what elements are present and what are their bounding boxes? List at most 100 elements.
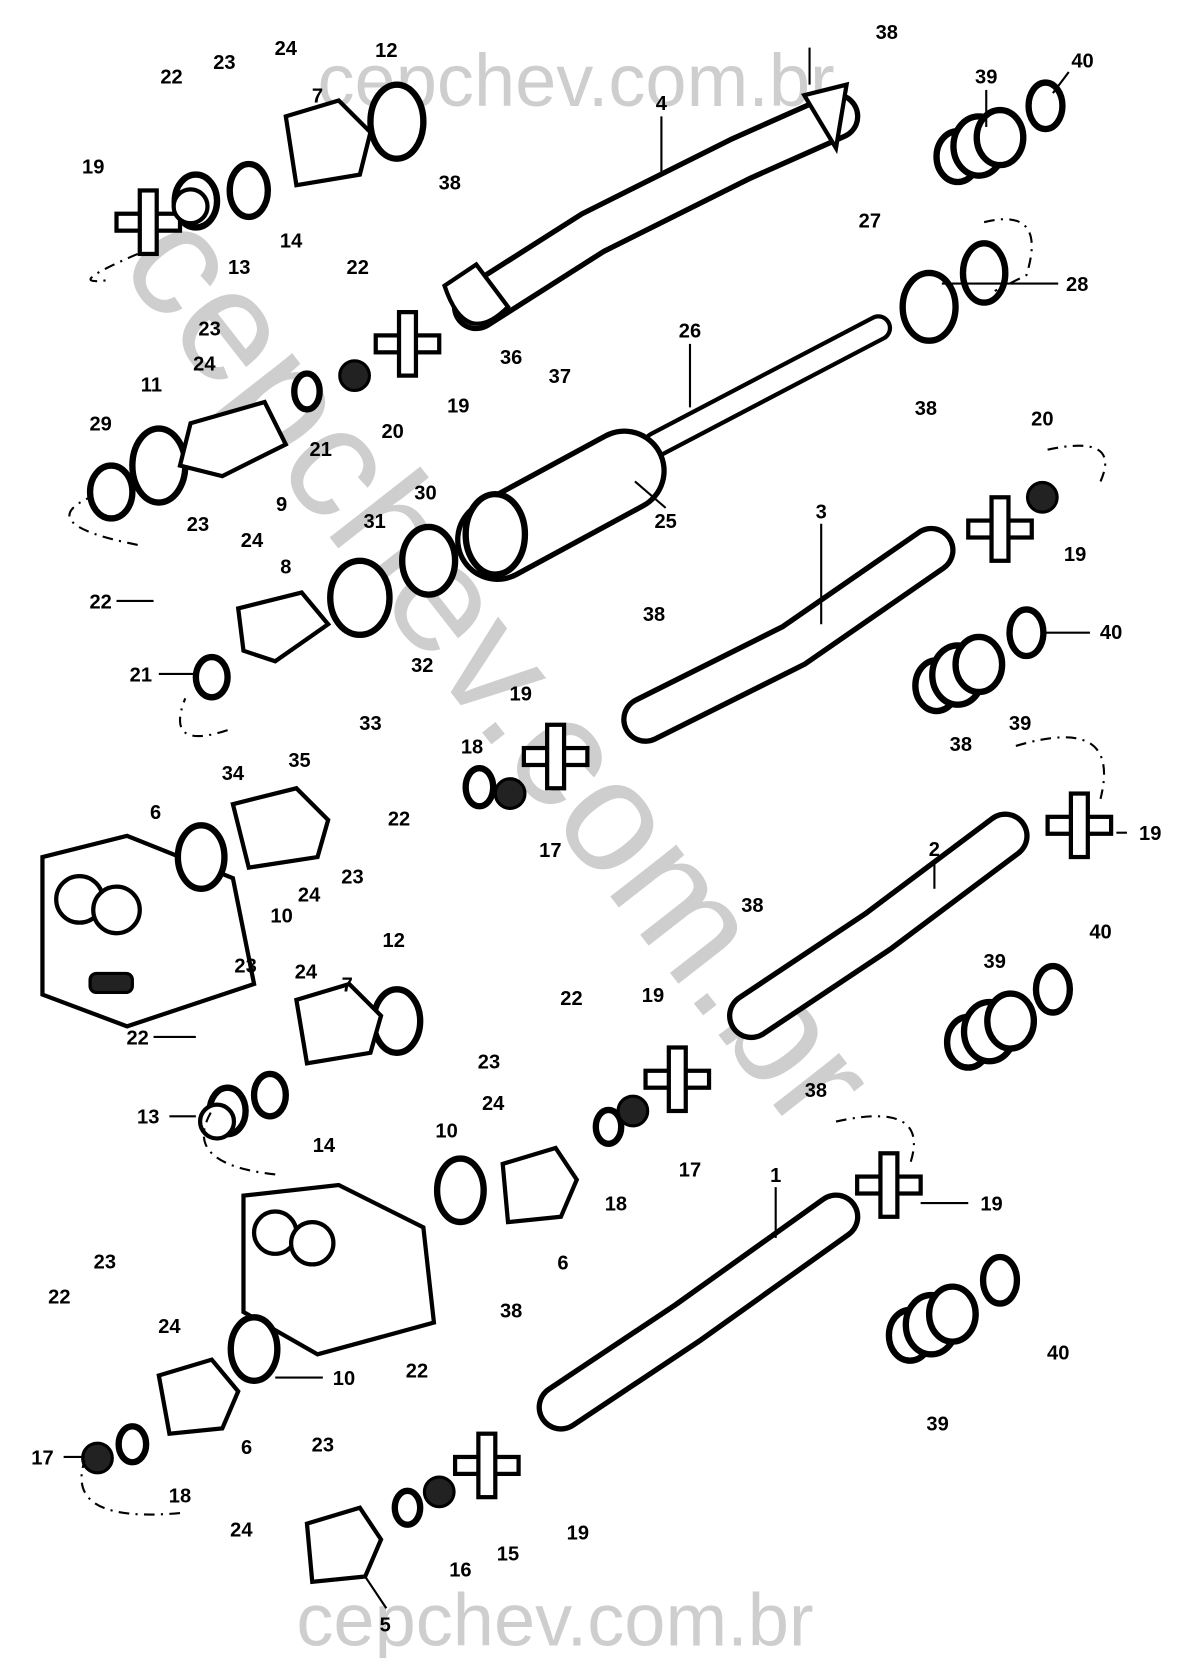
nuts xyxy=(81,187,1059,1509)
callout: 23 xyxy=(213,52,235,74)
callout: 17 xyxy=(679,1160,701,1182)
callout: 22 xyxy=(560,988,582,1010)
dashed-guides xyxy=(68,218,1107,1516)
callout: 7 xyxy=(312,86,323,108)
callout: 40 xyxy=(1100,622,1122,644)
callout: 38 xyxy=(439,172,461,194)
callout: 22 xyxy=(89,591,111,613)
callout: 10 xyxy=(333,1368,355,1390)
callout: 18 xyxy=(605,1193,627,1215)
callout: 39 xyxy=(926,1414,948,1436)
callout: 20 xyxy=(1031,408,1053,430)
callout: 32 xyxy=(411,655,433,677)
callout: 23 xyxy=(94,1252,116,1274)
callout: 13 xyxy=(137,1107,159,1129)
leader-lines xyxy=(63,47,1127,1609)
callout: 19 xyxy=(82,157,104,179)
callout: 14 xyxy=(280,231,303,253)
callout: 40 xyxy=(1071,51,1093,73)
callout: 12 xyxy=(383,930,405,952)
callout: 26 xyxy=(679,321,701,343)
callout: 10 xyxy=(270,906,292,928)
callout: 19 xyxy=(510,683,532,705)
callout: 38 xyxy=(741,895,763,917)
callout: 2 xyxy=(929,839,940,861)
callout: 38 xyxy=(915,398,937,420)
callout: 8 xyxy=(280,556,291,578)
callout: 40 xyxy=(1089,922,1111,944)
callout: 22 xyxy=(126,1027,148,1049)
callout: 13 xyxy=(228,257,250,279)
callout: 23 xyxy=(234,955,256,977)
callout: 21 xyxy=(130,664,152,686)
callout: 38 xyxy=(805,1080,827,1102)
callout: 25 xyxy=(654,511,676,533)
callout: 18 xyxy=(461,736,483,758)
callout: 24 xyxy=(298,884,321,906)
callout: 29 xyxy=(89,414,111,436)
callout: 19 xyxy=(642,985,664,1007)
callout: 22 xyxy=(48,1287,70,1309)
callout: 15 xyxy=(497,1544,519,1566)
callout: 23 xyxy=(478,1052,500,1074)
callout: 17 xyxy=(31,1447,53,1469)
callout: 31 xyxy=(364,511,386,533)
yokes xyxy=(156,98,580,1585)
watermark-bottom: cepchev.com.br xyxy=(296,1578,813,1658)
callout: 36 xyxy=(500,347,522,369)
callout: 12 xyxy=(375,40,397,62)
callout: 28 xyxy=(1066,274,1088,296)
housing-25 xyxy=(455,428,667,582)
callout: 17 xyxy=(539,840,561,862)
callout: 19 xyxy=(1064,544,1086,566)
shaft-3 xyxy=(621,525,956,744)
callout: 40 xyxy=(1047,1343,1069,1365)
callout: 22 xyxy=(160,67,182,89)
callout: 23 xyxy=(341,866,363,888)
callout: 24 xyxy=(275,38,298,60)
callout: 6 xyxy=(150,802,161,824)
shaft-26 xyxy=(642,314,893,459)
callout: 21 xyxy=(310,439,332,461)
callout: 24 xyxy=(482,1093,505,1115)
callout: 38 xyxy=(643,604,665,626)
callout: 22 xyxy=(388,808,410,830)
callout: 39 xyxy=(1009,713,1031,735)
callout: 22 xyxy=(406,1361,428,1383)
callout: 24 xyxy=(230,1519,253,1541)
callout: 38 xyxy=(950,734,972,756)
callout: 19 xyxy=(567,1522,589,1544)
callout: 11 xyxy=(141,374,162,396)
shaft-1 xyxy=(536,1192,861,1432)
callout: 38 xyxy=(500,1300,522,1322)
callout: 37 xyxy=(549,366,571,388)
shaft-2 xyxy=(727,811,1030,1041)
callout: 19 xyxy=(1139,823,1161,845)
callout: 14 xyxy=(313,1135,336,1157)
callout: 24 xyxy=(295,962,318,984)
callout: 6 xyxy=(241,1437,252,1459)
callout: 39 xyxy=(984,951,1006,973)
callout: 9 xyxy=(276,494,287,516)
callout: 30 xyxy=(414,482,436,504)
callout: 5 xyxy=(380,1615,391,1637)
callout: 19 xyxy=(980,1193,1002,1215)
callout: 20 xyxy=(381,421,403,443)
transfer-case-lower xyxy=(241,1182,437,1357)
callout-labels: 38 40 39 24 12 22 23 7 4 19 14 13 38 27 … xyxy=(31,22,1161,1636)
callout: 18 xyxy=(169,1485,191,1507)
shaft-4 xyxy=(441,81,861,332)
callout: 16 xyxy=(449,1560,471,1582)
callout: 19 xyxy=(447,396,469,418)
callout: 3 xyxy=(816,501,827,523)
callout: 34 xyxy=(222,763,245,785)
boots-39 xyxy=(885,106,1038,1364)
callout: 4 xyxy=(656,93,668,115)
callout: 24 xyxy=(241,530,264,552)
callout: 7 xyxy=(342,974,353,996)
callout: 22 xyxy=(347,257,369,279)
callout: 24 xyxy=(193,353,216,375)
callout: 35 xyxy=(288,750,310,772)
callout: 24 xyxy=(158,1316,181,1338)
